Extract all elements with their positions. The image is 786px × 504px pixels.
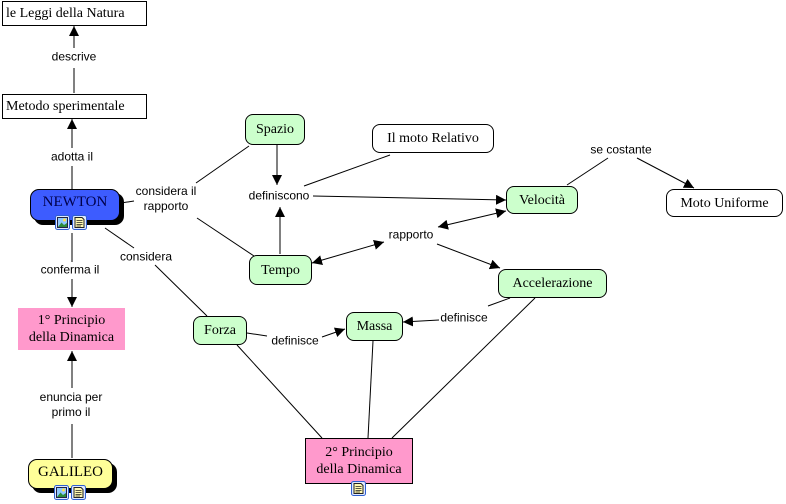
concept-label-line: 2° Principio xyxy=(325,445,393,460)
concept-moto-uniforme[interactable]: Moto Uniforme xyxy=(666,189,783,217)
link-enuncia-per-primo-il[interactable]: enuncia per primo il xyxy=(39,390,103,420)
link-label-line: enuncia per xyxy=(39,390,103,404)
link-label-line: primo il xyxy=(51,405,91,419)
concept-tempo[interactable]: Tempo xyxy=(249,255,312,285)
edge-secostante-motouniforme xyxy=(636,157,695,189)
concept-label: Tempo xyxy=(261,262,300,278)
link-considera[interactable]: considera xyxy=(119,249,173,265)
concept-label: Velocità xyxy=(519,192,565,208)
link-adotta-il[interactable]: adotta il xyxy=(50,149,94,165)
link-descrive[interactable]: descrive xyxy=(51,49,97,65)
concept-label: Metodo sperimentale xyxy=(6,99,125,114)
concept-label: Spazio xyxy=(255,122,295,137)
concept-spazio[interactable]: Spazio xyxy=(245,114,305,145)
edge-considera-rapporto-spazio xyxy=(195,145,250,184)
edge-definisce-massa xyxy=(321,327,346,338)
concept-label: Massa xyxy=(356,319,393,334)
document-resource-icon[interactable] xyxy=(351,481,366,496)
link-definisce-accelerazione-massa[interactable]: definisce xyxy=(440,310,488,326)
edge-considera-rapporto-tempo xyxy=(196,217,255,257)
edge-rapporto-accelerazione xyxy=(436,243,501,270)
edge-considera-forza xyxy=(154,264,208,317)
edge-forza-principio2 xyxy=(236,344,323,439)
concept-leggi-della-natura[interactable]: le Leggi della Natura xyxy=(2,1,147,26)
link-considera-il-rapporto[interactable]: considera il rapporto xyxy=(135,184,197,214)
edge-definiscono-velocita xyxy=(312,194,507,205)
link-se-costante[interactable]: se costante xyxy=(590,142,652,158)
image-resource-icon[interactable] xyxy=(54,485,69,500)
edge-accelerazione-definisce xyxy=(487,297,511,307)
concept-label: le Leggi della Natura xyxy=(6,6,125,21)
image-resource-icon[interactable] xyxy=(55,215,70,230)
edge-motorelativo-definiscono xyxy=(303,154,391,187)
edge-newton-considera xyxy=(104,227,135,249)
concept-primo-principio[interactable]: 1° Principio della Dinamica xyxy=(18,308,125,350)
concept-accelerazione[interactable]: Accelerazione xyxy=(498,269,607,298)
concept-massa[interactable]: Massa xyxy=(346,312,403,341)
concept-moto-relativo[interactable]: Il moto Relativo xyxy=(372,124,494,153)
concept-metodo-sperimentale[interactable]: Metodo sperimentale xyxy=(2,94,147,119)
edge-forza-definisce xyxy=(246,332,268,337)
link-definiscono[interactable]: definiscono xyxy=(248,188,310,204)
concept-label-line: della Dinamica xyxy=(28,330,115,345)
link-conferma-il[interactable]: conferma il xyxy=(40,262,100,278)
concept-label: Moto Uniforme xyxy=(680,195,769,211)
concept-velocita[interactable]: Velocità xyxy=(506,186,578,214)
link-label-line: rapporto xyxy=(143,199,189,213)
document-resource-icon[interactable] xyxy=(72,215,87,230)
concept-label: Il moto Relativo xyxy=(387,131,479,146)
concept-label: GALILEO xyxy=(38,463,103,480)
edge-massa-principio2 xyxy=(367,340,374,439)
edge-rapporto-velocita xyxy=(437,208,507,230)
concept-label: Accelerazione xyxy=(512,276,593,291)
concept-label-line: della Dinamica xyxy=(316,462,402,477)
concept-secondo-principio[interactable]: 2° Principio della Dinamica xyxy=(305,438,413,484)
concept-label: NEWTON xyxy=(42,193,108,210)
edge-accelerazione-principio2 xyxy=(391,297,536,439)
concept-label-line: 1° Principio xyxy=(37,313,106,328)
concept-galileo[interactable]: GALILEO xyxy=(28,459,113,489)
edge-tempo-rapporto xyxy=(311,240,385,265)
document-resource-icon[interactable] xyxy=(71,485,86,500)
edge-velocita-secostante xyxy=(566,157,609,186)
edge-newton-considera-rapporto xyxy=(120,200,135,204)
edge-definisce2-massa xyxy=(402,316,440,327)
concept-forza[interactable]: Forza xyxy=(193,316,247,345)
concept-label: Forza xyxy=(204,323,236,338)
link-definisce-forza-massa[interactable]: definisce xyxy=(271,333,319,349)
link-rapporto[interactable]: rapporto xyxy=(388,227,434,243)
link-label-line: considera il xyxy=(135,184,197,198)
